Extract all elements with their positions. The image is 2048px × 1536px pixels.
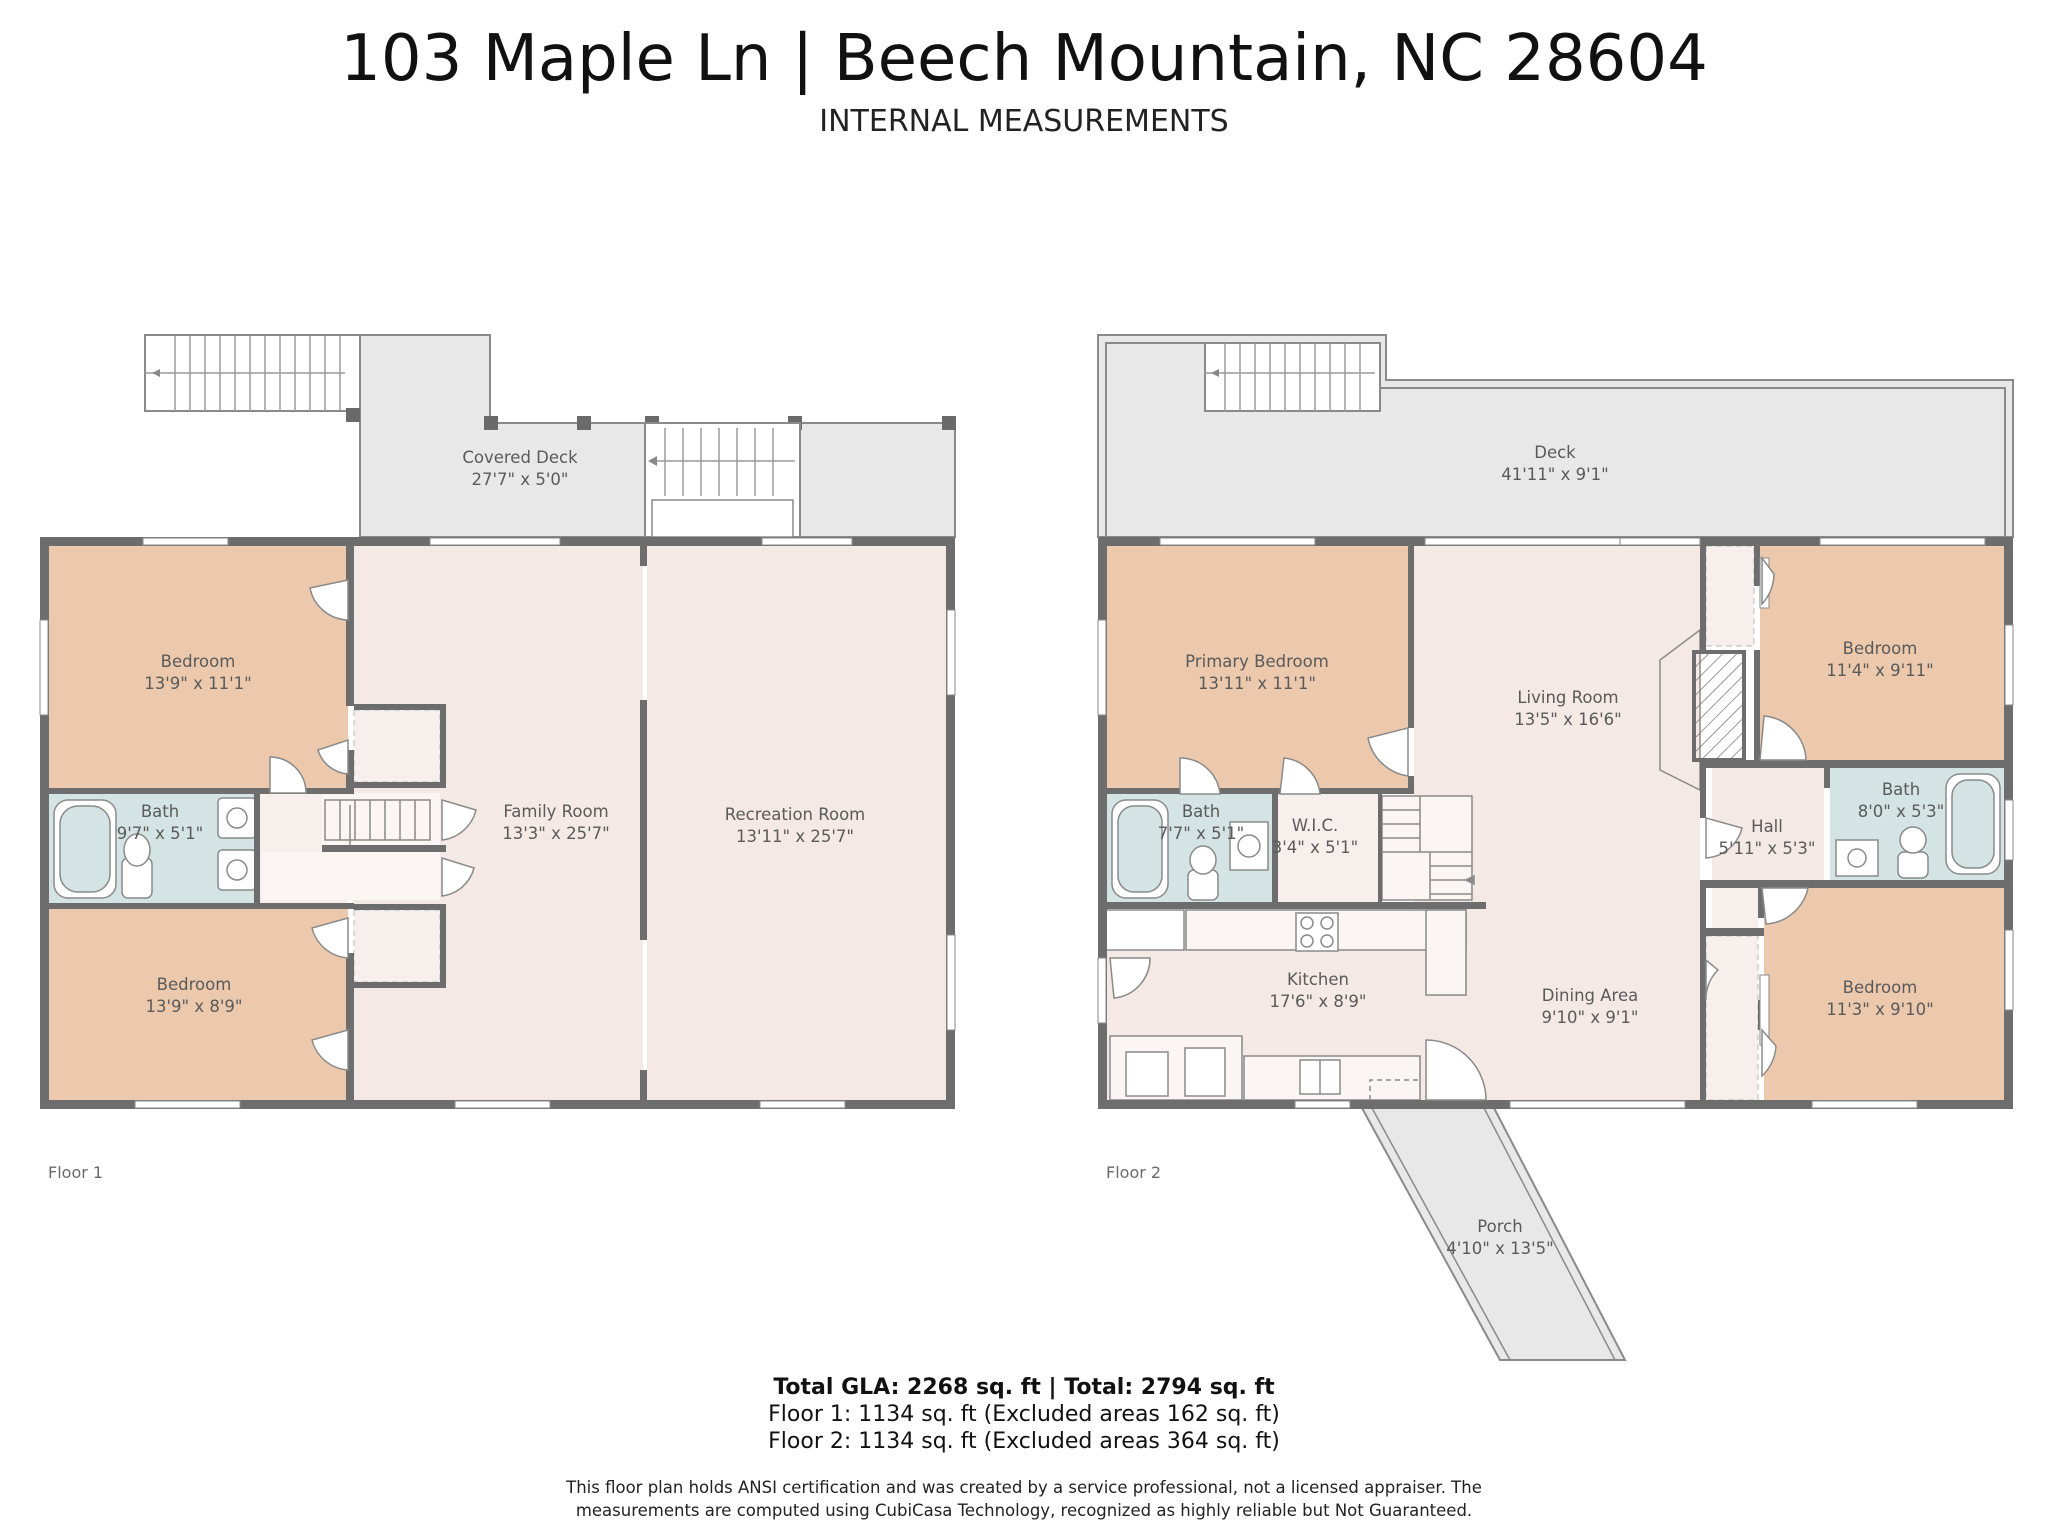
room-dims-kitchen: 17'6" x 8'9" (1270, 992, 1367, 1011)
room-name-kitchen: Kitchen (1287, 970, 1349, 989)
room-name-porch: Porch (1477, 1217, 1522, 1236)
room-dims-bath: 8'0" x 5'3" (1858, 802, 1945, 821)
room-name-family-room: Family Room (503, 802, 608, 821)
floor-2-bath-fixtures (1111, 773, 2001, 901)
room-name-bedroom: Bedroom (161, 652, 236, 671)
room-name-wic: W.I.C. (1292, 816, 1339, 835)
floor-1-plan (39, 334, 956, 1109)
room-name-bedroom: Bedroom (1843, 639, 1918, 658)
room-name-dining-area: Dining Area (1542, 986, 1638, 1005)
floor-1-exterior-stairs (144, 334, 361, 412)
floor-1-closet-2 (353, 909, 441, 983)
floor-1-area: Floor 1: 1134 sq. ft (Excluded areas 162… (768, 1402, 1280, 1427)
floor-2-room-labels: Deck 41'11" x 9'1" Primary Bedroom 13'11… (1106, 443, 1944, 1258)
floor-1-recreation-room (647, 546, 950, 1100)
room-name-living-room: Living Room (1517, 688, 1618, 707)
room-dims-bedroom: 11'4" x 9'11" (1826, 661, 1934, 680)
floor-1-closet-1 (353, 709, 441, 783)
room-name-bath: Bath (141, 802, 179, 821)
room-dims-wic: 3'4" x 5'1" (1272, 838, 1359, 857)
floor-2-area: Floor 2: 1134 sq. ft (Excluded areas 364… (768, 1429, 1280, 1454)
room-dims-hall: 5'11" x 5'3" (1719, 839, 1816, 858)
floor-1-doors (269, 579, 477, 1071)
disclaimer: This floor plan holds ANSI certification… (524, 1476, 1524, 1522)
page-subtitle: INTERNAL MEASUREMENTS (819, 104, 1229, 139)
room-dims-bedroom: 13'9" x 8'9" (146, 997, 243, 1016)
floor-2-interior-stairs (1381, 795, 1475, 901)
room-name-deck: Deck (1534, 443, 1576, 462)
floor-2-bedroom-top (1760, 546, 2004, 761)
room-name-covered-deck: Covered Deck (462, 448, 578, 467)
room-dims-porch: 4'10" x 13'5" (1446, 1239, 1554, 1258)
room-dims-recreation-room: 13'11" x 25'7" (736, 827, 854, 846)
disclaimer-line-2: measurements are computed using CubiCasa… (575, 1501, 1473, 1520)
room-name-bath: Bath (1182, 802, 1220, 821)
room-dims-dining-area: 9'10" x 9'1" (1542, 1008, 1639, 1027)
room-name-primary-bedroom: Primary Bedroom (1185, 652, 1329, 671)
floor-2-doors (1109, 555, 1809, 1101)
room-name-bedroom: Bedroom (1843, 978, 1918, 997)
floor-2-primary-bedroom (1106, 546, 1408, 788)
floor-1-deck-stairs (644, 422, 801, 538)
room-dims-bath: 9'7" x 5'1" (117, 824, 204, 843)
floor-1-bath-fixtures (53, 797, 257, 899)
room-name-hall: Hall (1751, 817, 1783, 836)
room-dims-bath: 7'7" x 5'1" (1158, 824, 1245, 843)
page-title: 103 Maple Ln | Beech Mountain, NC 28604 (340, 22, 1708, 96)
floor-2-plan (1097, 334, 2014, 1361)
room-name-bath: Bath (1882, 780, 1920, 799)
floor-2-hall (1712, 768, 1824, 880)
total-area: Total GLA: 2268 sq. ft | Total: 2794 sq.… (773, 1375, 1275, 1400)
room-dims-deck: 41'11" x 9'1" (1501, 465, 1609, 484)
floor-1-interior-stairs (324, 799, 431, 845)
room-dims-bedroom: 13'9" x 11'1" (144, 674, 252, 693)
room-dims-living-room: 13'5" x 16'6" (1514, 710, 1622, 729)
floor-2-deck-stairs (1204, 342, 1381, 412)
floor-2-wic (1278, 794, 1378, 904)
floor-2-windows (1097, 537, 2014, 1109)
floor-1-bedroom-top (48, 546, 348, 788)
disclaimer-line-1: This floor plan holds ANSI certification… (566, 1478, 1482, 1497)
room-dims-bedroom: 11'3" x 9'10" (1826, 1000, 1934, 1019)
floor-1-label: Floor 1 (48, 1163, 103, 1182)
floor-1-room-labels: Covered Deck 27'7" x 5'0" Bedroom 13'9" … (48, 448, 865, 1182)
room-dims-primary-bedroom: 13'11" x 11'1" (1198, 674, 1316, 693)
floor-1-bedroom-bottom (48, 908, 348, 1100)
room-dims-family-room: 13'3" x 25'7" (502, 824, 610, 843)
room-name-bedroom: Bedroom (157, 975, 232, 994)
room-dims-covered-deck: 27'7" x 5'0" (472, 470, 569, 489)
area-summary: Total GLA: 2268 sq. ft | Total: 2794 sq.… (0, 1374, 2048, 1455)
floor-2-kitchen-fixtures (1105, 909, 1467, 1101)
floor-2-bedroom-bottom (1764, 888, 2004, 1100)
floor-2-label: Floor 2 (1106, 1163, 1161, 1182)
room-name-recreation-room: Recreation Room (725, 805, 865, 824)
floor-1-windows (39, 537, 956, 1109)
